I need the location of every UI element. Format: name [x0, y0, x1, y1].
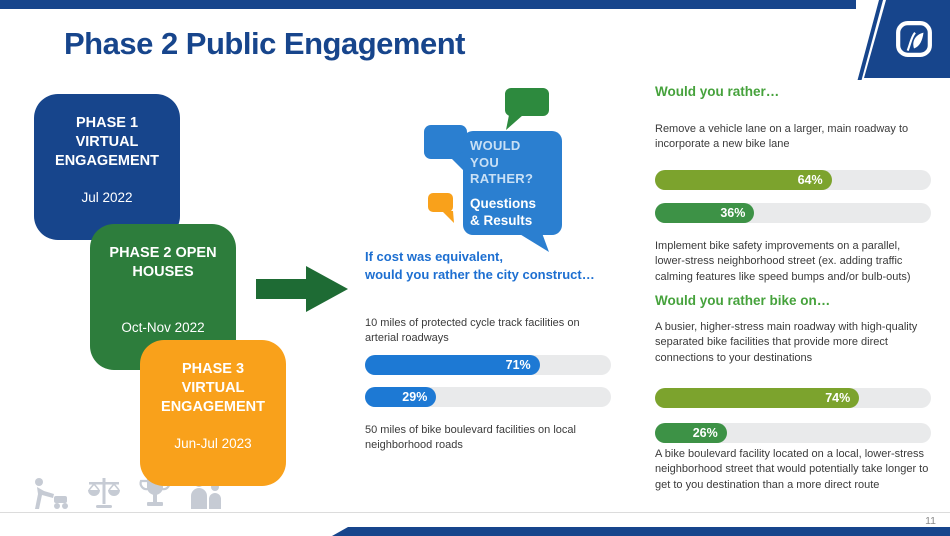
small-blue-bubble-icon: [424, 125, 467, 159]
poll-bar-value: 71%: [505, 358, 531, 372]
bubble-line-would: WOULD: [470, 138, 521, 153]
orange-bubble-icon: [428, 193, 453, 212]
equity-scales-icon: [88, 478, 120, 508]
poll-bar-track: 29%: [365, 387, 611, 407]
timeline-card-title: PHASE 3 VIRTUAL ENGAGEMENT: [161, 361, 265, 415]
timeline-card-date: Jul 2022: [81, 190, 133, 205]
poll-bar-fill: 64%: [655, 170, 832, 190]
speech-bubbles-graphic: [424, 88, 562, 252]
service-icon: [35, 478, 68, 509]
poll-bar-fill: 29%: [365, 387, 437, 407]
dallas-d-icon: [896, 21, 932, 57]
poll-bar-track: 71%: [365, 355, 611, 375]
center-poll-option-b: 50 miles of bike boulevard facilities on…: [365, 424, 576, 452]
poll-bar-fill: 36%: [655, 203, 755, 223]
poll-bar-value: 26%: [692, 426, 718, 440]
poll-bar-fill: 71%: [365, 355, 540, 375]
timeline-card-title: PHASE 2 OPEN HOUSES: [109, 245, 217, 280]
timeline-card-phase3: PHASE 3 VIRTUAL ENGAGEMENT Jun-Jul 2023: [140, 340, 286, 486]
bubble-line-questions: Questions: [470, 195, 537, 211]
excellence-trophy-icon: [139, 479, 171, 506]
poll-bar-track: 74%: [655, 388, 931, 408]
right-poll1-option-b: Implement bike safety improvements on a …: [655, 240, 911, 283]
right-poll1-option-a: Remove a vehicle lane on a larger, main …: [655, 123, 909, 151]
footer-divider: [0, 512, 950, 513]
poll-bar-track: 64%: [655, 170, 931, 190]
large-blue-bubble-icon: [463, 131, 562, 235]
right-poll1-heading: Would you rather…: [655, 84, 780, 99]
bubble-line-results: & Results: [470, 213, 533, 229]
timeline-card-date: Oct-Nov 2022: [121, 320, 205, 335]
page-number: 11: [925, 515, 936, 527]
green-bubble-icon: [505, 88, 549, 116]
right-poll2-option-a: A busier, higher-stress main roadway wit…: [655, 321, 918, 364]
poll-bar-value: 36%: [720, 206, 746, 220]
right-poll2-option-b: A bike boulevard facility located on a l…: [655, 448, 929, 491]
bubble-line-you-rather: YOU RATHER?: [470, 154, 534, 187]
timeline-card-phase1: PHASE 1 VIRTUAL ENGAGEMENT Jul 2022: [34, 94, 180, 240]
poll-bar-value: 74%: [825, 391, 851, 405]
timeline-card-title: PHASE 1 VIRTUAL ENGAGEMENT: [55, 115, 159, 169]
timeline-card-date: Jun-Jul 2023: [174, 436, 252, 451]
bubble-text: WOULD YOU RATHER? Questions & Results: [470, 138, 562, 229]
bottom-accent-bar: [332, 527, 950, 536]
poll-bar-track: 26%: [655, 423, 931, 443]
center-poll-option-a: 10 miles of protected cycle track facili…: [365, 317, 580, 345]
poll-bar-value: 29%: [402, 390, 428, 404]
right-poll2-heading: Would you rather bike on…: [655, 293, 831, 308]
poll-bar-value: 64%: [797, 173, 823, 187]
center-poll-heading: If cost was equivalent, would you rather…: [365, 249, 595, 282]
poll-bar-track: 36%: [655, 203, 931, 223]
top-accent-bar: [0, 0, 856, 9]
arrow-right-icon: [256, 266, 348, 317]
poll-bar-fill: 74%: [655, 388, 860, 408]
page-title: Phase 2 Public Engagement: [64, 26, 465, 61]
poll-bar-fill: 26%: [655, 423, 727, 443]
